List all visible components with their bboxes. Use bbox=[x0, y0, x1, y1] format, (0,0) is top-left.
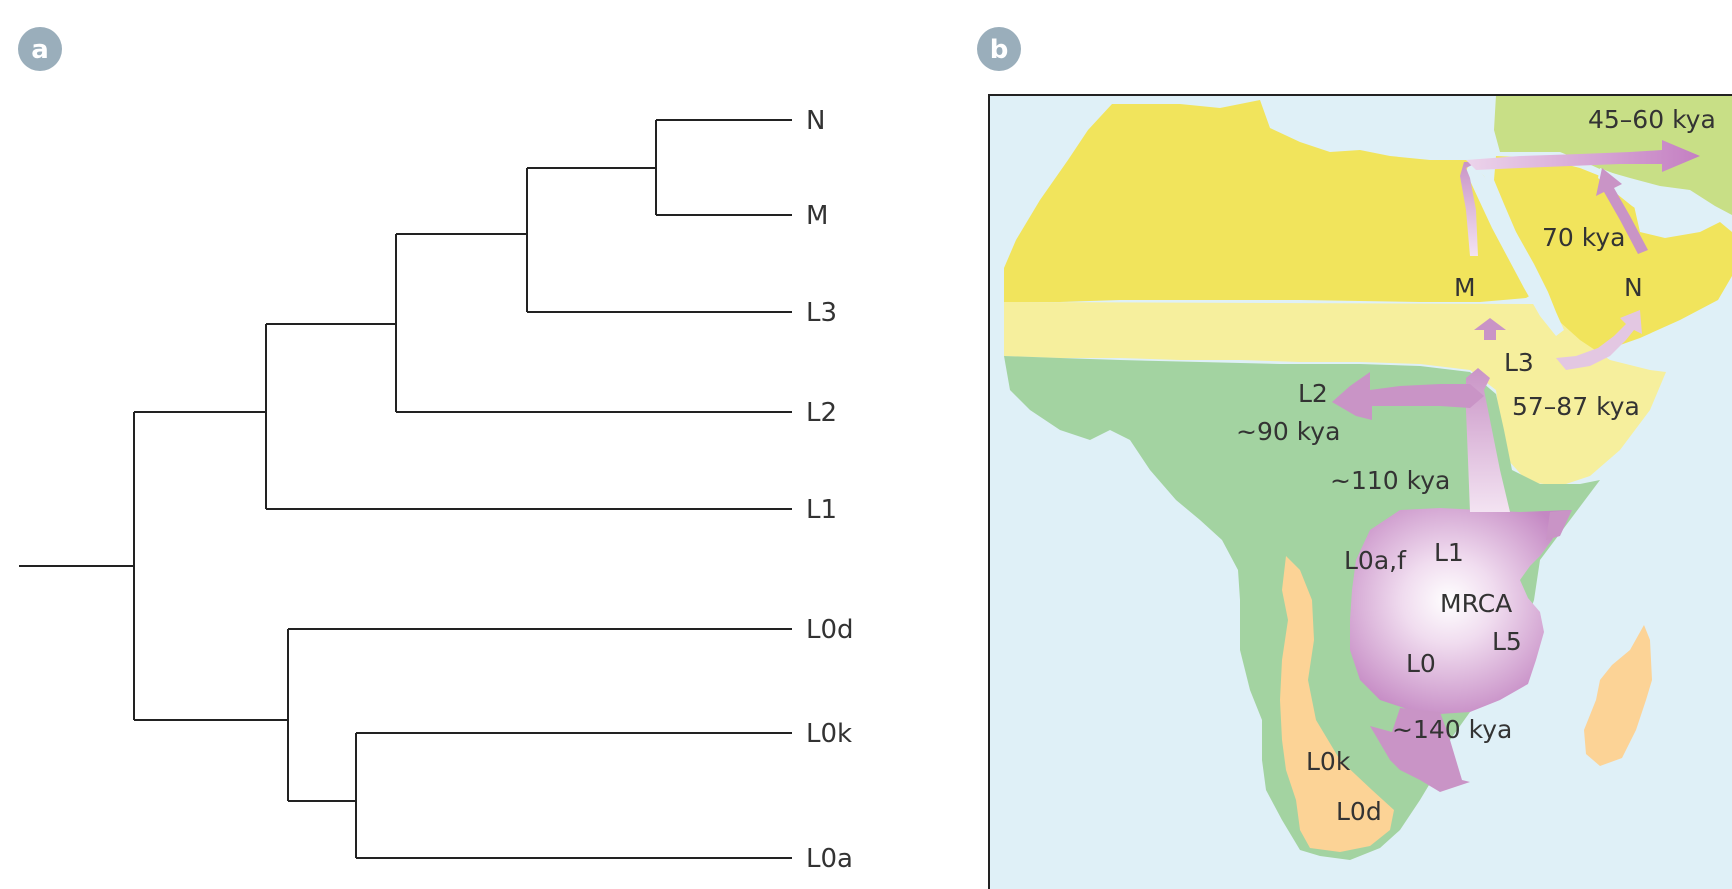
leaf-label-N: N bbox=[806, 106, 825, 136]
leaf-label-L0d: L0d bbox=[806, 615, 854, 645]
phylogenetic-tree: N M L3 L2 L1 L0d L0k L0a bbox=[19, 106, 854, 874]
label-L0d: L0d bbox=[1336, 797, 1382, 826]
arrow-north-110kya bbox=[1466, 368, 1510, 512]
arrow-70kya bbox=[1596, 168, 1648, 254]
panel-a-letter: a bbox=[31, 35, 49, 65]
label-L0k: L0k bbox=[1306, 747, 1351, 776]
label-110kya: ~110 kya bbox=[1330, 466, 1450, 495]
panel-b-badge: b bbox=[977, 27, 1021, 71]
label-45-60kya: 45–60 kya bbox=[1588, 105, 1716, 134]
label-N: N bbox=[1624, 273, 1643, 302]
north-africa-region bbox=[1004, 100, 1540, 302]
leaf-label-L3: L3 bbox=[806, 298, 837, 328]
leaf-label-M: M bbox=[806, 201, 828, 231]
label-MRCA: MRCA bbox=[1440, 589, 1512, 618]
label-M: M bbox=[1454, 273, 1476, 302]
mrca-region bbox=[1350, 508, 1570, 714]
label-140kya: ~140 kya bbox=[1392, 715, 1512, 744]
leaf-label-L0a: L0a bbox=[806, 844, 853, 874]
leaf-label-L1: L1 bbox=[806, 495, 837, 525]
red-sea bbox=[1466, 160, 1564, 336]
southwest-africa-region bbox=[1280, 556, 1394, 852]
arrow-west-L2 bbox=[1332, 372, 1484, 420]
label-L2: L2 bbox=[1298, 379, 1328, 408]
leaf-label-L0k: L0k bbox=[806, 719, 852, 749]
panel-b-letter: b bbox=[990, 35, 1009, 65]
label-L0af: L0a,f bbox=[1344, 546, 1407, 575]
sahel-region bbox=[1004, 302, 1666, 486]
arrow-east-45-60kya bbox=[1466, 140, 1700, 172]
leaf-label-L2: L2 bbox=[806, 398, 837, 428]
label-L0: L0 bbox=[1406, 649, 1436, 678]
arrow-east-stub bbox=[1546, 510, 1572, 540]
label-L3: L3 bbox=[1504, 348, 1534, 377]
label-57-87kya: 57–87 kya bbox=[1512, 392, 1640, 421]
panel-a-badge: a bbox=[18, 27, 62, 71]
arrow-M-north bbox=[1460, 162, 1478, 256]
label-70kya: 70 kya bbox=[1542, 223, 1625, 252]
map-frame bbox=[988, 94, 1732, 889]
madagascar bbox=[1584, 625, 1652, 766]
migration-map: 45–60 kya 70 kya M N L3 57–87 kya L2 ~90… bbox=[988, 95, 1732, 889]
arrow-L3-up bbox=[1474, 318, 1506, 340]
label-L1: L1 bbox=[1434, 538, 1464, 567]
arrow-south-140kya bbox=[1370, 708, 1470, 792]
label-90kya: ~90 kya bbox=[1236, 417, 1340, 446]
label-L5: L5 bbox=[1492, 627, 1522, 656]
arrow-N bbox=[1556, 310, 1642, 370]
